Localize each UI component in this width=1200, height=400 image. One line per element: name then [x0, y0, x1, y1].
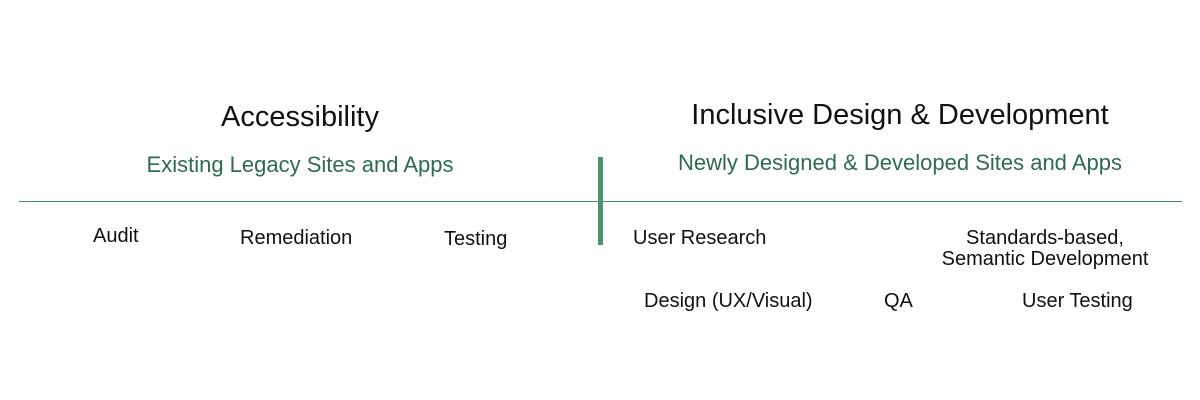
- item-qa: QA: [884, 290, 913, 312]
- item-user-research: User Research: [633, 227, 767, 249]
- item-design-ux-visual: Design (UX/Visual): [644, 290, 813, 312]
- item-testing: Testing: [444, 228, 508, 250]
- item-semantic-development-line2: Semantic Development: [941, 248, 1149, 270]
- inclusive-design-title: Inclusive Design & Development: [691, 99, 1109, 131]
- accessibility-title: Accessibility: [221, 101, 379, 133]
- item-standards-based-line1: Standards-based,: [966, 227, 1124, 249]
- item-audit: Audit: [93, 225, 139, 247]
- new-sites-subtitle: Newly Designed & Developed Sites and App…: [678, 150, 1122, 175]
- item-remediation: Remediation: [240, 227, 353, 249]
- item-user-testing: User Testing: [1022, 290, 1133, 312]
- legacy-subtitle: Existing Legacy Sites and Apps: [146, 152, 454, 177]
- vertical-divider: [598, 157, 603, 245]
